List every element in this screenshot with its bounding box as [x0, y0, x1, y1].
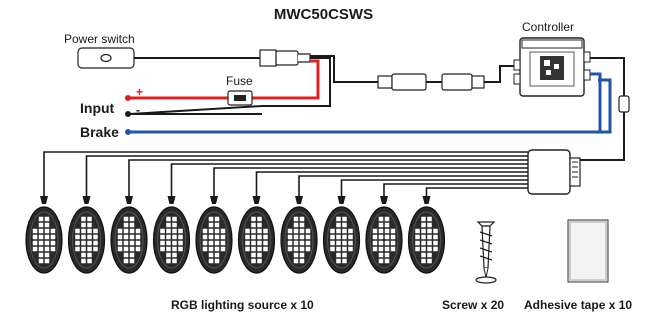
black-ground-wire	[129, 105, 263, 115]
junction-wire	[310, 55, 344, 83]
rgb-pod-light-icon	[322, 196, 361, 274]
screw-icon	[475, 221, 497, 284]
fanout-wires	[43, 151, 528, 196]
controller-label: Controller	[522, 20, 575, 34]
rgb-pod-light-icon	[67, 196, 106, 274]
power-switch-icon	[77, 47, 135, 69]
page-title: MWC50CSWS	[273, 6, 374, 23]
screw-label: Screw x 20	[442, 298, 505, 312]
adhesive-tape-icon	[567, 219, 609, 283]
fanout-wire	[383, 183, 528, 196]
rgb-pod-light-icon	[280, 196, 318, 274]
pods-group	[25, 196, 446, 274]
rgb-pod-light-icon	[365, 196, 403, 274]
blue-brake-wire-end	[590, 72, 602, 132]
fanout-wire	[425, 187, 528, 196]
red-power-wire	[128, 59, 320, 100]
brake-label: Brake	[80, 124, 119, 140]
tape-label: Adhesive tape x 10	[524, 298, 633, 312]
controller-box-icon	[513, 37, 591, 97]
fanout-wire	[43, 151, 528, 196]
fuse-icon	[227, 90, 253, 106]
rgb-pod-light-icon	[407, 196, 446, 274]
power-switch-label: Power switch	[64, 32, 135, 46]
plus-sign: +	[136, 85, 144, 99]
rgb-pod-light-icon	[195, 196, 233, 274]
rgb-pod-light-icon	[25, 196, 63, 274]
rgb-pod-light-icon	[152, 196, 191, 274]
output-plug-icon	[618, 95, 630, 113]
rgb-pod-light-icon	[110, 196, 148, 274]
fanout-wire	[213, 167, 528, 196]
splitter-hub-icon	[527, 149, 581, 195]
fanout-wire	[128, 159, 528, 196]
rgb-pod-light-icon	[237, 196, 276, 274]
input-positive-terminal	[125, 95, 131, 101]
rgb-source-label: RGB lighting source x 10	[171, 298, 314, 312]
junction-connector-icon	[259, 49, 311, 67]
fanout-wire	[255, 171, 528, 196]
blue-brake-wire	[128, 78, 612, 134]
fanout-wire	[85, 155, 528, 196]
minus-sign: -	[136, 103, 140, 117]
inline-connector-icon	[344, 65, 518, 91]
ground-wire	[262, 57, 331, 107]
fanout-wire	[298, 175, 528, 196]
input-negative-terminal	[125, 111, 131, 117]
fuse-label: Fuse	[226, 74, 253, 88]
input-label: Input	[80, 100, 115, 116]
fanout-wire	[340, 179, 528, 196]
fanout-wire	[170, 163, 528, 196]
